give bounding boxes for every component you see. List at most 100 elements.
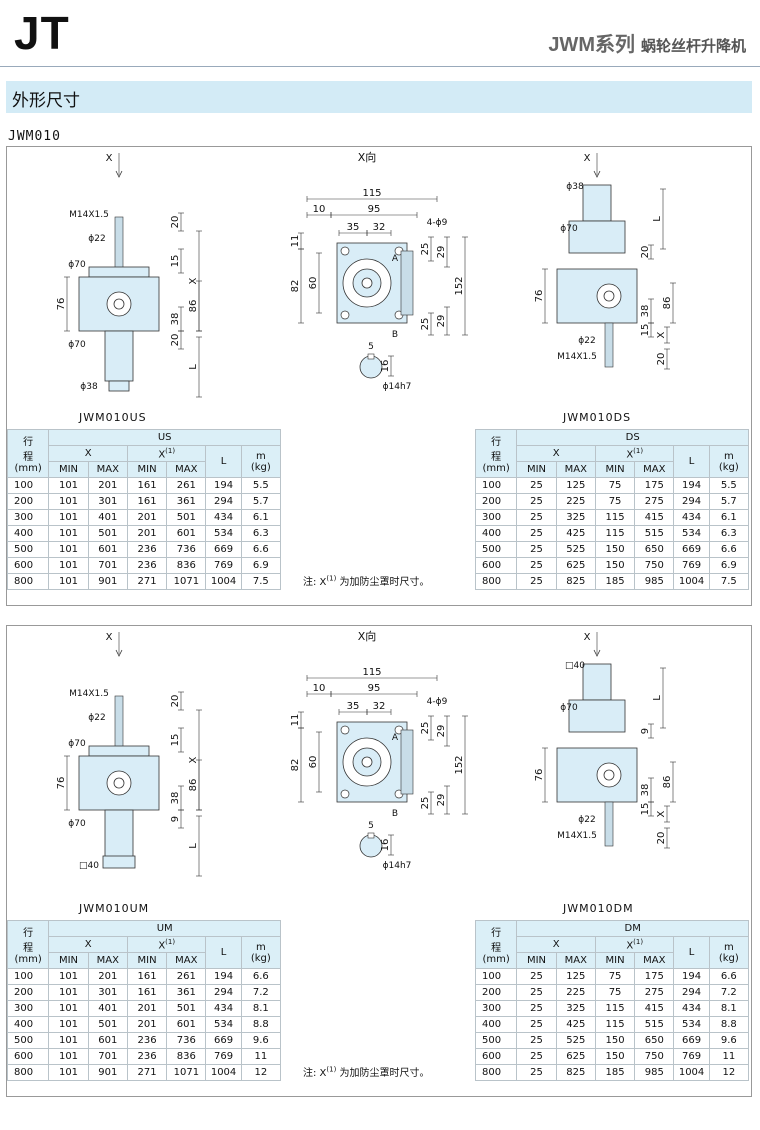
stroke-header: 行程(mm) <box>6 429 50 478</box>
max-header: MAX <box>555 461 596 478</box>
table-cell: 501 <box>166 1000 207 1017</box>
table-cell: 1004 <box>205 1064 242 1081</box>
table-cell: 101 <box>48 1016 89 1033</box>
x-header: X <box>516 936 596 953</box>
table-cell: 600 <box>474 557 518 574</box>
table-cell: 25 <box>516 1064 557 1081</box>
table-cell: 601 <box>166 525 207 542</box>
table-cell: 200 <box>6 493 50 510</box>
table-cell: 769 <box>673 1048 710 1065</box>
dim-20: 20 <box>656 832 667 845</box>
table-cell: 769 <box>673 557 710 574</box>
stroke-header: 行程(mm) <box>474 920 518 969</box>
dim-upper-gap: 20 <box>640 246 651 259</box>
key-slot <box>367 832 375 839</box>
table-cell: 200 <box>474 493 518 510</box>
min-header: MIN <box>594 952 636 969</box>
table-cell: 194 <box>205 477 242 494</box>
table-cell: 800 <box>6 573 50 590</box>
table-cell: 600 <box>6 1048 50 1065</box>
table-cell: 201 <box>126 1016 168 1033</box>
table-cell: 800 <box>6 1064 50 1081</box>
shaft-tolerance: ϕ14h7 <box>383 382 412 392</box>
table-cell: 501 <box>166 509 207 526</box>
table-cell: 669 <box>673 1032 710 1049</box>
table-cell: 25 <box>516 984 557 1001</box>
dim-20: 20 <box>170 695 181 708</box>
min-header: MIN <box>516 952 557 969</box>
lower-tube <box>104 809 134 861</box>
table-cell: 115 <box>594 509 636 526</box>
table-cell: 361 <box>166 984 207 1001</box>
dim-5: 5 <box>368 342 374 352</box>
l-header: L <box>205 445 242 478</box>
table-cell: 25 <box>516 573 557 590</box>
dim-15: 15 <box>640 324 651 337</box>
dim-38: 38 <box>170 313 181 326</box>
table-cell: 200 <box>6 984 50 1001</box>
view-x-label: X <box>584 153 591 164</box>
thread-label: M14X1.5 <box>69 210 109 220</box>
table-cell: 769 <box>205 1048 242 1065</box>
max-header: MAX <box>634 461 675 478</box>
table-cell: 1004 <box>205 573 242 590</box>
max-header: MAX <box>87 461 128 478</box>
dim-32: 32 <box>373 222 386 233</box>
dim-15: 15 <box>170 255 181 268</box>
table-cell: 25 <box>516 525 557 542</box>
drawing-svg-1: XM14X1.5ϕ22ϕ70ϕ70□40762015X38869LX向11510… <box>56 629 676 877</box>
table-cell: 101 <box>48 477 89 494</box>
table-cell: 101 <box>48 1064 89 1081</box>
dim-20: 20 <box>170 216 181 229</box>
view-x-label: X <box>584 632 591 643</box>
max-header: MAX <box>87 952 128 969</box>
table-cell: 6.6 <box>240 541 282 558</box>
table-cell: 501 <box>87 525 128 542</box>
dim-82: 82 <box>290 759 301 772</box>
table-cell: 150 <box>594 1032 636 1049</box>
table-cell: 600 <box>474 1048 518 1065</box>
table-cell: 301 <box>87 493 128 510</box>
table-cell: 125 <box>555 477 596 494</box>
side-a-label: A <box>392 254 399 264</box>
table-cell: 650 <box>634 541 675 558</box>
table-cell: 175 <box>634 477 675 494</box>
table-cell: 6.9 <box>240 557 282 574</box>
table-cell: 236 <box>126 541 168 558</box>
front-view-title: X向 <box>358 150 377 164</box>
table-cell: 115 <box>594 525 636 542</box>
table-cell: 901 <box>87 573 128 590</box>
table-cell: 101 <box>48 1048 89 1065</box>
dim-95: 95 <box>368 683 381 694</box>
left-model-label: JWM010US <box>79 411 147 424</box>
table-cell: 736 <box>166 541 207 558</box>
stroke-header: 行程(mm) <box>6 920 50 969</box>
dim-86: 86 <box>662 297 673 310</box>
table-cell: 9.6 <box>708 1032 750 1049</box>
x-header: X <box>48 445 128 462</box>
section-header: 外形尺寸 <box>6 81 752 113</box>
table-cell: 161 <box>126 493 168 510</box>
table-cell: 650 <box>634 1032 675 1049</box>
worm-shaft <box>400 250 414 316</box>
dim-16: 16 <box>380 839 391 852</box>
table-cell: 25 <box>516 1032 557 1049</box>
worm-shaft <box>400 729 414 795</box>
table-cell: 9.6 <box>240 1032 282 1049</box>
mass-header: m(kg) <box>708 936 750 969</box>
dim-152: 152 <box>454 755 465 774</box>
dim-L: L <box>188 843 199 849</box>
table-cell: 300 <box>474 1000 518 1017</box>
table-cell: 425 <box>555 525 596 542</box>
l-header: L <box>673 936 710 969</box>
table-cell: 800 <box>474 1064 518 1081</box>
dim-38: 38 <box>640 784 651 797</box>
table-cell: 325 <box>555 509 596 526</box>
table-cell: 271 <box>126 573 168 590</box>
